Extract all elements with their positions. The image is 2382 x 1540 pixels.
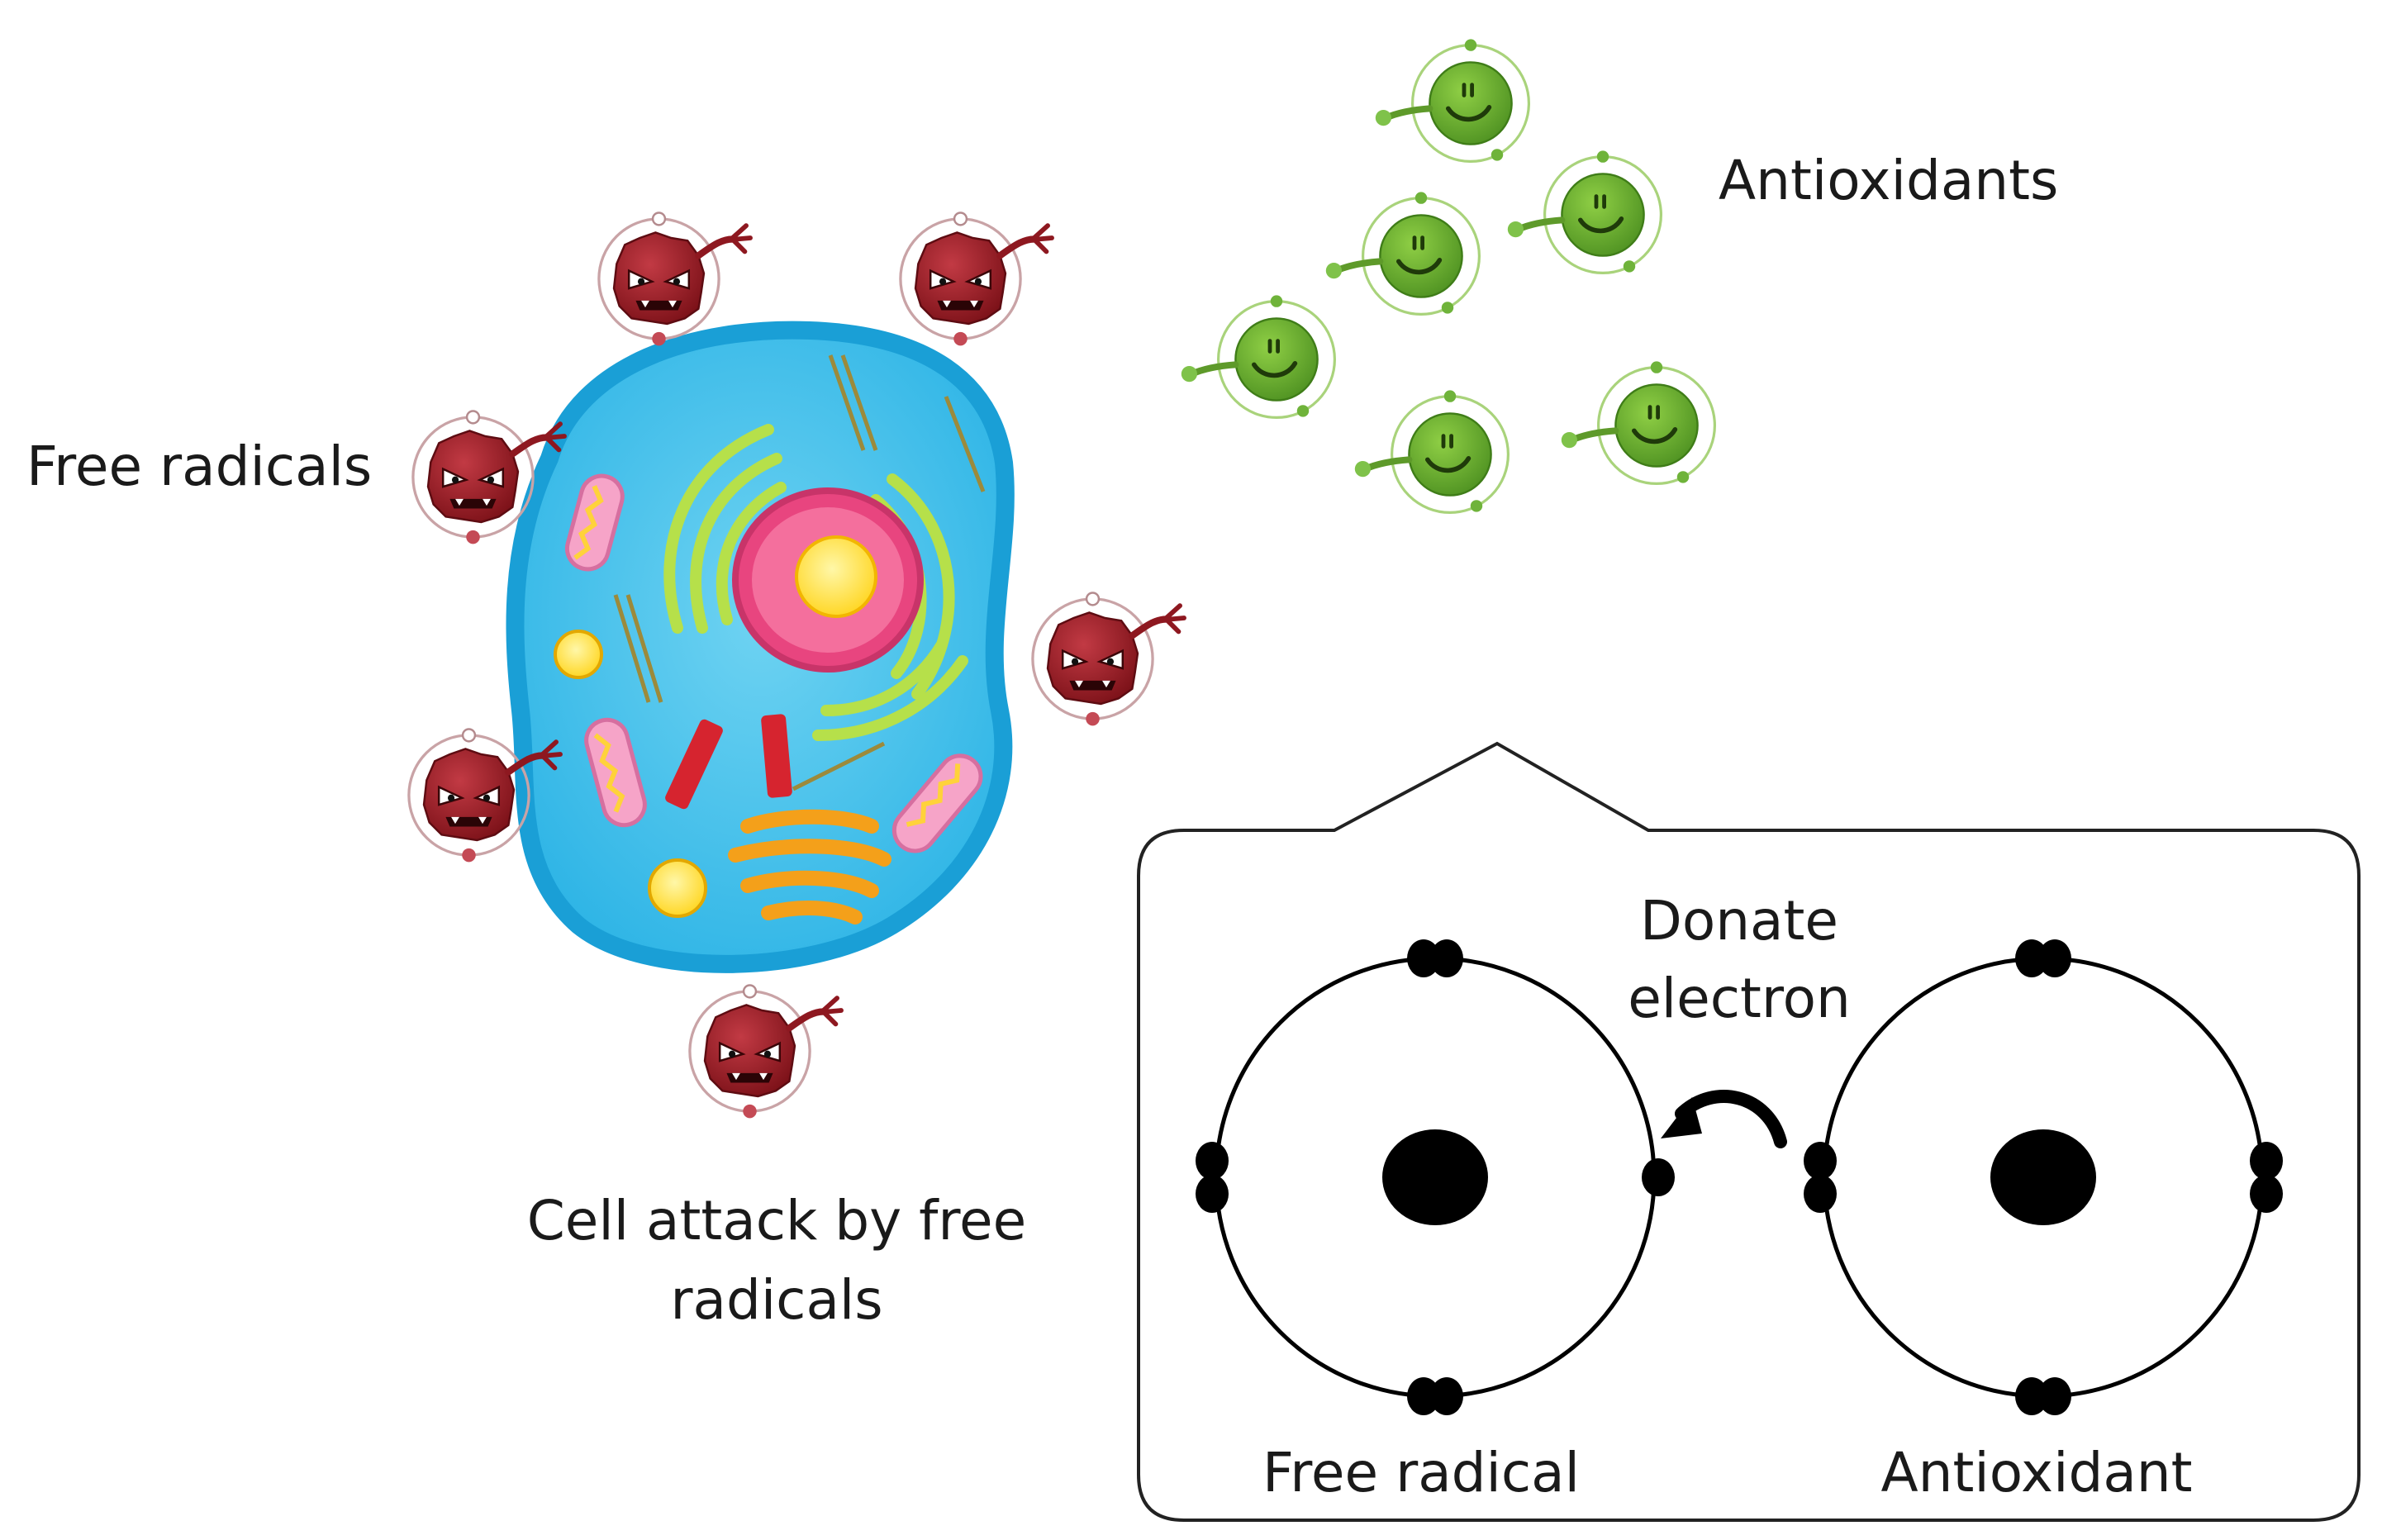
animal-cell-icon (506, 321, 1015, 973)
donate-line-2: electron (1628, 967, 1851, 1030)
cell-caption: Cell attack by free radicals (463, 1194, 1091, 1328)
curved-arrow-icon (1661, 1090, 1787, 1148)
donate-electron-label: Donate electron (1586, 894, 1892, 1026)
donate-line-1: Donate (1640, 889, 1838, 953)
antioxidant-atom-icon (1804, 939, 2283, 1415)
antioxidants-label: Antioxidants (1719, 149, 2059, 212)
callout-box (1137, 741, 2361, 1522)
free-radicals-label: Free radicals (26, 435, 373, 498)
cell-caption-line-2: radicals (670, 1268, 883, 1332)
antioxidant-atom-label: Antioxidant (1880, 1441, 2193, 1504)
antioxidant-smiley-icon (1181, 39, 1715, 512)
free-radical-atom-label: Free radical (1262, 1441, 1580, 1504)
free-radical-atom-icon (1196, 939, 1675, 1415)
cell-caption-line-1: Cell attack by free (526, 1189, 1027, 1252)
